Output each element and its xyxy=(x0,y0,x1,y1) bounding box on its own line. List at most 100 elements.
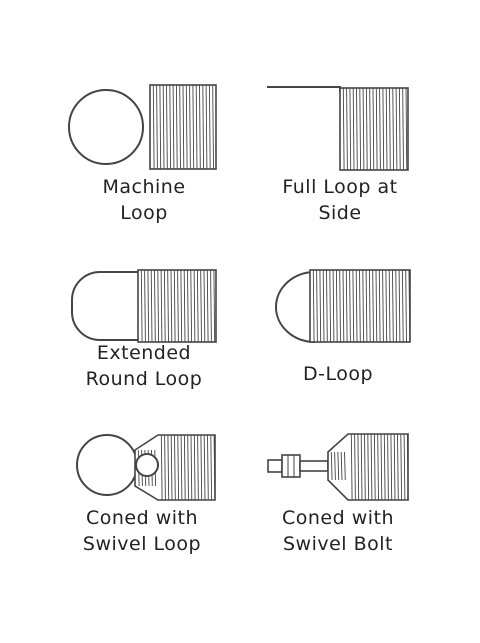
bolt-nut xyxy=(281,454,301,478)
coil-winding-line xyxy=(159,84,162,170)
coil-winding-line xyxy=(169,84,172,170)
coil-winding-line xyxy=(182,84,185,170)
coil-winding-line xyxy=(405,87,408,171)
coil-winding-line xyxy=(400,433,403,501)
coil-winding-line xyxy=(150,269,153,343)
caption-line-1: Extended xyxy=(96,342,192,364)
coil-winding-line xyxy=(144,269,146,343)
coil-winding-line xyxy=(207,434,209,501)
coil-winding-line xyxy=(206,269,209,343)
coil-winding-line xyxy=(387,433,389,501)
coil-winding-line xyxy=(388,269,391,343)
coil-winding-line xyxy=(340,451,343,481)
coil-winding-line xyxy=(377,433,379,501)
coil-winding-line xyxy=(385,269,388,343)
coil-winding-line xyxy=(187,269,189,343)
caption-line-1: Machine xyxy=(102,176,186,198)
coil-winding-line xyxy=(382,87,385,171)
coil-winding-line xyxy=(379,87,381,171)
machine-loop-coil-lines xyxy=(152,84,214,170)
side-loop-wire xyxy=(267,86,341,92)
coil-winding-line xyxy=(213,434,216,501)
coil-winding-line xyxy=(200,269,202,343)
coned-bolt-cone-lines xyxy=(330,451,346,481)
coil-winding-line xyxy=(380,433,383,501)
coil-winding-line xyxy=(179,84,181,170)
coil-winding-line xyxy=(367,433,370,501)
coil-winding-line xyxy=(210,434,213,501)
coil-winding-line xyxy=(378,269,381,343)
full-loop-coil-lines xyxy=(342,87,408,171)
coil-winding-line xyxy=(187,434,189,501)
coil-winding-line xyxy=(200,434,203,501)
coil-winding-line xyxy=(369,87,371,171)
coil-winding-line xyxy=(373,433,376,501)
coil-winding-line xyxy=(392,87,395,171)
coil-winding-line xyxy=(364,433,366,501)
coil-winding-line xyxy=(395,269,398,343)
coil-winding-line xyxy=(352,87,355,171)
full-loop-at-side-illustration xyxy=(267,86,409,171)
caption-full-loop-at-side: Full Loop at Side xyxy=(230,174,450,226)
coil-winding-line xyxy=(403,433,406,501)
coil-winding-line xyxy=(163,269,166,343)
coil-winding-line xyxy=(164,434,166,501)
coil-winding-line xyxy=(360,433,363,501)
coil-winding-line xyxy=(401,269,404,343)
swivel-loop-ring xyxy=(76,434,138,496)
coil-winding-line xyxy=(359,87,362,171)
coil-winding-line xyxy=(183,434,186,501)
coil-winding-line xyxy=(383,433,386,501)
coil-winding-line xyxy=(382,269,384,343)
coil-winding-line xyxy=(210,269,212,343)
coil-winding-line xyxy=(402,87,404,171)
coil-winding-line xyxy=(385,87,388,171)
coil-winding-line xyxy=(362,269,365,343)
d-loop-illustration xyxy=(275,269,411,343)
coil-winding-line xyxy=(312,269,315,343)
coil-winding-line xyxy=(330,451,333,481)
coil-winding-line xyxy=(180,434,183,501)
coil-winding-line xyxy=(405,269,407,343)
coil-winding-line xyxy=(339,269,341,343)
coil-winding-line xyxy=(170,269,173,343)
caption-d-loop: D-Loop xyxy=(228,361,448,387)
coil-winding-line xyxy=(192,84,195,170)
coil-winding-line xyxy=(208,84,211,170)
coil-winding-line xyxy=(398,87,401,171)
coil-winding-line xyxy=(329,269,332,343)
coil-winding-line xyxy=(195,84,198,170)
coil-winding-line xyxy=(370,433,373,501)
coil-winding-line xyxy=(170,434,173,501)
coil-winding-line xyxy=(332,269,335,343)
machine-loop-ring xyxy=(68,89,144,165)
coil-winding-line xyxy=(342,87,345,171)
coil-winding-line xyxy=(368,269,371,343)
caption-extended-round-loop: Extended Round Loop xyxy=(34,340,254,392)
coil-winding-line xyxy=(199,84,201,170)
coil-winding-line xyxy=(160,434,163,501)
bolt-shank xyxy=(299,460,329,472)
coil-winding-line xyxy=(167,269,169,343)
coil-winding-line xyxy=(189,84,191,170)
coil-winding-line xyxy=(202,84,205,170)
caption-coned-swivel-bolt: Coned with Swivel Bolt xyxy=(228,505,448,557)
caption-line-2: Round Loop xyxy=(85,368,203,390)
coil-winding-line xyxy=(359,269,361,343)
coil-winding-line xyxy=(365,269,368,343)
machine-loop-illustration xyxy=(68,84,217,170)
coil-winding-line xyxy=(319,269,322,343)
coil-winding-line xyxy=(349,87,352,171)
coil-winding-line xyxy=(203,434,206,501)
coned-swivel-loop-illustration xyxy=(76,434,216,501)
coil-winding-line xyxy=(362,87,365,171)
extended-round-loop-illustration xyxy=(71,269,217,343)
coil-winding-line xyxy=(190,434,193,501)
coil-winding-line xyxy=(397,433,399,501)
coil-winding-line xyxy=(406,433,409,501)
coil-winding-line xyxy=(173,269,176,343)
caption-line-1: Full Loop at xyxy=(282,176,398,198)
coil-winding-line xyxy=(162,84,165,170)
